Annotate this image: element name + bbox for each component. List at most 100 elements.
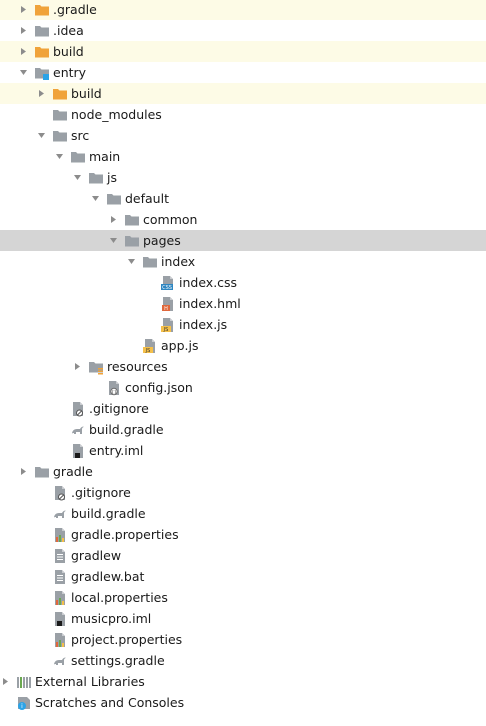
tree-row-label: build [53,44,84,59]
tree-row-label: index.hml [179,296,241,311]
tree-row-label: pages [143,233,181,248]
tree-row-main[interactable]: main [0,146,486,167]
file-gradle-icon [70,422,86,438]
tree-row-build-root[interactable]: build [0,41,486,62]
chevron-right-icon[interactable] [72,362,82,372]
tree-row-label: Scratches and Consoles [35,695,185,710]
tree-row-pages[interactable]: pages [0,230,486,251]
tree-row-label: node_modules [71,107,162,122]
folder-gray-icon [34,464,50,480]
folder-gray-icon [106,191,122,207]
tree-row-label: app.js [161,338,199,353]
chevron-right-icon[interactable] [0,677,10,687]
folder-gray-icon [124,212,140,228]
tree-row-label: index.js [179,317,228,332]
tree-row-idea-dir[interactable]: .idea [0,20,486,41]
file-gitignore-icon [70,401,86,417]
tree-row-resources[interactable]: resources [0,356,486,377]
folder-gray-icon [52,107,68,123]
tree-row-label: gradlew.bat [71,569,145,584]
tree-row-local-properties[interactable]: local.properties [0,587,486,608]
tree-row-js[interactable]: js [0,167,486,188]
tree-row-default[interactable]: default [0,188,486,209]
tree-row-settings-gradle[interactable]: settings.gradle [0,650,486,671]
file-properties-icon [52,527,68,543]
file-properties-icon [52,590,68,606]
tree-row-label: main [89,149,121,164]
tree-row-label: .idea [53,23,84,38]
file-iml-icon [52,611,68,627]
chevron-right-icon[interactable] [18,47,28,57]
tree-row-project-properties[interactable]: project.properties [0,629,486,650]
file-gradle-icon [52,506,68,522]
tree-row-label: gradlew [71,548,122,563]
tree-row-entry-iml[interactable]: entry.iml [0,440,486,461]
tree-row-config-json[interactable]: {}config.json [0,377,486,398]
tree-row-gradle-folder[interactable]: gradle [0,461,486,482]
chevron-right-icon[interactable] [18,467,28,477]
libraries-icon [16,674,32,690]
tree-row-label: entry.iml [89,443,144,458]
file-text-icon [52,548,68,564]
folder-resources-icon [88,359,104,375]
chevron-down-icon[interactable] [54,152,64,162]
tree-row-gradlew[interactable]: gradlew [0,545,486,566]
folder-gray-icon [124,233,140,249]
tree-row-label: gradle.properties [71,527,179,542]
folder-gray-icon [70,149,86,165]
chevron-down-icon[interactable] [108,236,118,246]
file-js-icon: JS [142,338,158,354]
file-text-icon [52,569,68,585]
tree-row-common[interactable]: common [0,209,486,230]
folder-gray-icon [142,254,158,270]
tree-row-src[interactable]: src [0,125,486,146]
file-json-icon: {} [106,380,122,396]
tree-row-entry-gitignore[interactable]: .gitignore [0,398,486,419]
tree-row-label: resources [107,359,168,374]
tree-row-index-js[interactable]: JS index.js [0,314,486,335]
chevron-down-icon[interactable] [90,194,100,204]
tree-row-node-modules[interactable]: node_modules [0,104,486,125]
tree-row-gradle-properties[interactable]: gradle.properties [0,524,486,545]
tree-row-label: index [161,254,196,269]
tree-row-label: entry [53,65,87,80]
folder-orange-icon [34,44,50,60]
tree-row-app-js[interactable]: JS app.js [0,335,486,356]
tree-row-root-build-gradle[interactable]: build.gradle [0,503,486,524]
tree-row-label: index.css [179,275,238,290]
tree-row-external-libraries[interactable]: External Libraries [0,671,486,692]
tree-row-index-dir[interactable]: index [0,251,486,272]
tree-row-musicpro-iml[interactable]: musicpro.iml [0,608,486,629]
tree-row-root-gitignore[interactable]: .gitignore [0,482,486,503]
tree-row-label: build.gradle [89,422,164,437]
tree-row-label: build.gradle [71,506,146,521]
tree-row-label: .gradle [53,2,97,17]
chevron-right-icon[interactable] [108,215,118,225]
chevron-right-icon[interactable] [36,89,46,99]
chevron-down-icon[interactable] [126,257,136,267]
tree-row-gradle-dir[interactable]: .gradle [0,0,486,20]
chevron-down-icon[interactable] [36,131,46,141]
chevron-right-icon[interactable] [18,26,28,36]
tree-row-gradlew-bat[interactable]: gradlew.bat [0,566,486,587]
chevron-down-icon[interactable] [18,68,28,78]
chevron-right-icon[interactable] [18,5,28,15]
scratches-icon: i [16,695,32,711]
tree-row-entry-build[interactable]: build [0,83,486,104]
folder-orange-icon [52,86,68,102]
tree-row-entry-build-gradle[interactable]: build.gradle [0,419,486,440]
tree-row-label: gradle [53,464,93,479]
chevron-down-icon[interactable] [72,173,82,183]
tree-row-entry[interactable]: entry [0,62,486,83]
file-iml-icon [70,443,86,459]
svg-text:JS: JS [145,348,151,354]
tree-row-label: common [143,212,198,227]
tree-row-label: .gitignore [89,401,149,416]
file-gitignore-icon [52,485,68,501]
tree-row-label: local.properties [71,590,168,605]
svg-text:JS: JS [163,327,169,333]
